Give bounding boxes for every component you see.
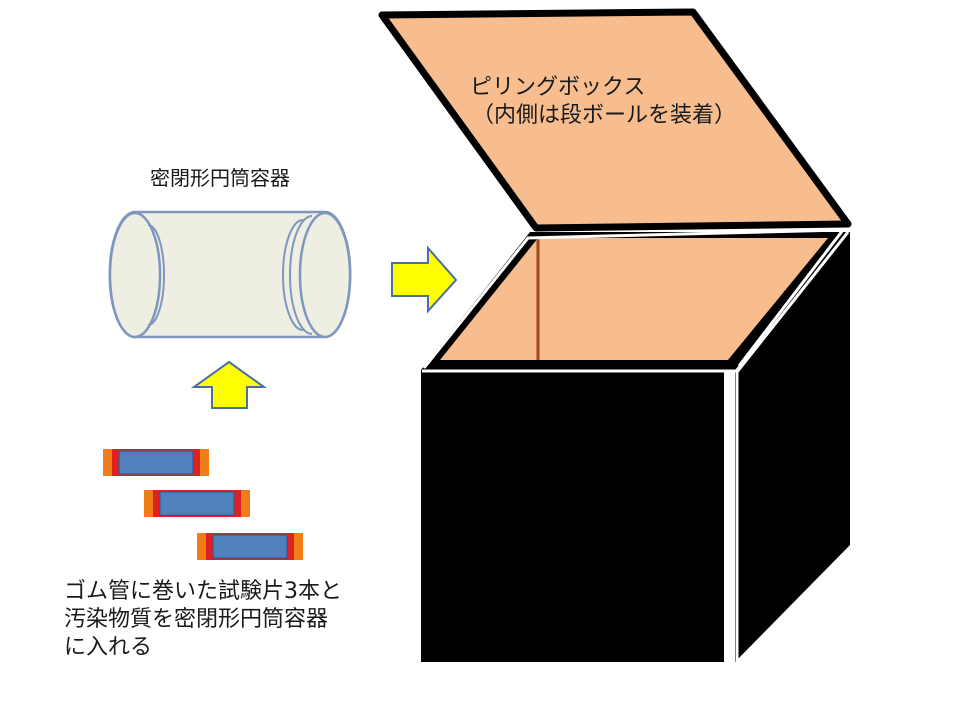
box-rim-highlight [422,228,844,369]
specimen [197,533,303,560]
cylinder-right-end [298,211,352,339]
cylinder-container [108,210,352,339]
box-front-face [421,370,724,662]
cylinder-label: 密閉形円筒容器 [150,166,290,190]
pilling-box [378,8,852,662]
arrow-right-icon [391,245,458,314]
cylinder-cap-line-2 [282,219,304,331]
steps-label-line1: ゴム管に巻いた試験片3本と [64,579,342,604]
box-label: ピリングボックス （内側は段ボールを装着） [470,74,736,129]
cylinder-left-end [108,211,162,339]
cylinder-left-inner [147,224,165,326]
box-label-line2: （内側は段ボールを装着） [472,102,737,128]
steps-label-line3: に入れる [64,635,153,661]
box-rim-highlight-right [737,229,845,367]
box-label-line1: ピリングボックス [470,75,646,100]
steps-label: ゴム管に巻いた試験片3本と 汚染物質を密閉形円筒容器 に入れる [64,578,342,662]
specimen [103,449,209,476]
arrow-up-icon [190,360,268,409]
box-lid [378,8,852,232]
cylinder-cap-line [289,215,313,335]
steps-label-line2: 汚染物質を密閉形円筒容器 [64,607,329,633]
box-side-top-edge [735,231,850,373]
specimen [144,490,250,517]
